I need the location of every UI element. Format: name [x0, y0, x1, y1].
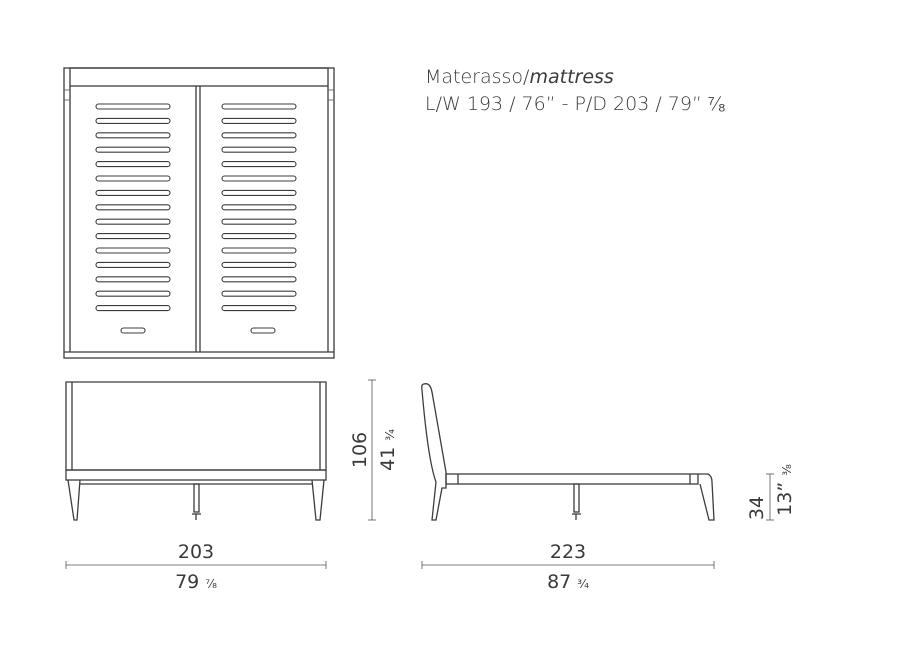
width-in-fraction: ⁷⁄₈ [205, 577, 217, 591]
slat-right [221, 189, 297, 196]
slat-left [95, 189, 171, 196]
slat-left [95, 290, 171, 297]
slat-right [221, 146, 297, 153]
slat-right [221, 117, 297, 124]
slat-left [95, 218, 171, 225]
slat-right [221, 218, 297, 225]
bed-front-view [65, 381, 327, 521]
slat-left [95, 117, 171, 124]
width-in: 79 ⁷⁄₈ [175, 571, 217, 593]
width-in-whole: 79 [175, 571, 205, 593]
slat-left [95, 204, 171, 211]
slat-left [95, 247, 171, 254]
length-cm: 223 [550, 541, 586, 563]
frame-height-in: 13” ³⁄₈ [774, 464, 796, 516]
slat-right [221, 261, 297, 268]
mattress-label: Materasso/mattress [425, 66, 614, 88]
slat-right [221, 247, 297, 254]
dimension-lines [65, 379, 774, 569]
mattress-label-it: Materasso/ [425, 66, 530, 88]
frame-height-cm: 34 [746, 496, 768, 520]
height-in: 41 ³⁄₄ [377, 429, 399, 471]
slat-left [95, 276, 171, 283]
slat-right [221, 161, 297, 168]
slat-left [95, 161, 171, 168]
bed-side-view [421, 383, 715, 521]
bed-top-view [63, 67, 335, 359]
slat-right [221, 233, 297, 240]
slat-right [221, 305, 297, 312]
width-cm: 203 [178, 541, 214, 563]
height-in-whole: 41 [377, 441, 399, 471]
slat-right [221, 276, 297, 283]
slat-right [221, 175, 297, 182]
length-in-fraction: ³⁄₄ [577, 577, 589, 591]
slat-right [221, 290, 297, 297]
slat-handle-left [120, 327, 146, 334]
slat-left [95, 175, 171, 182]
mattress-size: L/W 193 / 76” - P/D 203 / 79” ⁷⁄₈ [425, 93, 726, 115]
slat-left [95, 146, 171, 153]
length-in-whole: 87 [547, 571, 577, 593]
slat-left [95, 233, 171, 240]
length-in: 87 ³⁄₄ [547, 571, 589, 593]
height-in-fraction: ³⁄₄ [383, 429, 397, 441]
frame-height-in-fraction: ³⁄₈ [780, 464, 794, 476]
slat-left [95, 305, 171, 312]
mattress-label-en: mattress [529, 66, 613, 88]
slats-left [95, 103, 171, 312]
slat-right [221, 204, 297, 211]
slats-right [221, 103, 297, 312]
slat-left [95, 261, 171, 268]
frame-height-in-whole: 13” [774, 476, 796, 516]
height-cm: 106 [349, 432, 371, 468]
slat-right [221, 103, 297, 110]
slat-left [95, 132, 171, 139]
slat-right [221, 132, 297, 139]
slat-left [95, 103, 171, 110]
slat-handle-right [250, 327, 276, 334]
